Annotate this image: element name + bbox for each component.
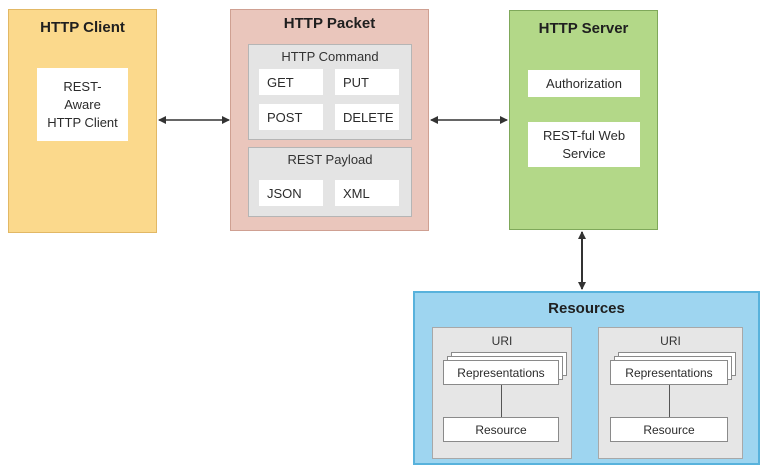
connector-line [669,385,670,417]
delete-method: DELETE [335,104,399,130]
rest-payload-title: REST Payload [287,152,373,167]
representations-box: Representations [443,360,559,385]
authorization-box: Authorization [528,70,640,97]
http-packet-title: HTTP Packet [283,15,376,32]
uri-group: URI Representations Resource [598,327,743,459]
uri-title: URI [491,334,513,348]
resource-box: Resource [610,417,728,442]
rest-payload-group: REST Payload JSON XML [248,147,412,217]
service-line: REST-ful Web [542,127,626,143]
http-command-title: HTTP Command [281,49,379,64]
client-box-line: REST- [63,78,102,94]
representations-box: Representations [610,360,728,385]
restful-web-service-box: REST-ful Web Service [528,122,640,167]
http-server-title: HTTP Server [538,20,629,37]
uri-title: URI [660,334,681,348]
resources-panel: Resources URI Representations Resource U… [413,291,760,465]
http-command-group: HTTP Command GET PUT POST DELETE [248,44,412,140]
uri-group: URI Representations Resource [432,327,572,459]
post-method: POST [259,104,323,130]
resource-box: Resource [443,417,559,442]
service-line: Service [562,145,606,161]
json-payload: JSON [259,180,323,206]
client-box-line: HTTP Client [47,114,118,130]
http-client-panel: HTTP Client REST- Aware HTTP Client [8,9,157,233]
http-server-panel: HTTP Server Authorization REST-ful Web S… [509,10,658,230]
connector-line [501,385,502,417]
rest-aware-client-box: REST- Aware HTTP Client [37,68,128,141]
client-box-line: Aware [64,96,101,112]
resources-title: Resources [548,300,625,317]
http-client-title: HTTP Client [40,19,125,36]
put-method: PUT [335,69,399,95]
get-method: GET [259,69,323,95]
xml-payload: XML [335,180,399,206]
http-packet-panel: HTTP Packet HTTP Command GET PUT POST DE… [230,9,429,231]
